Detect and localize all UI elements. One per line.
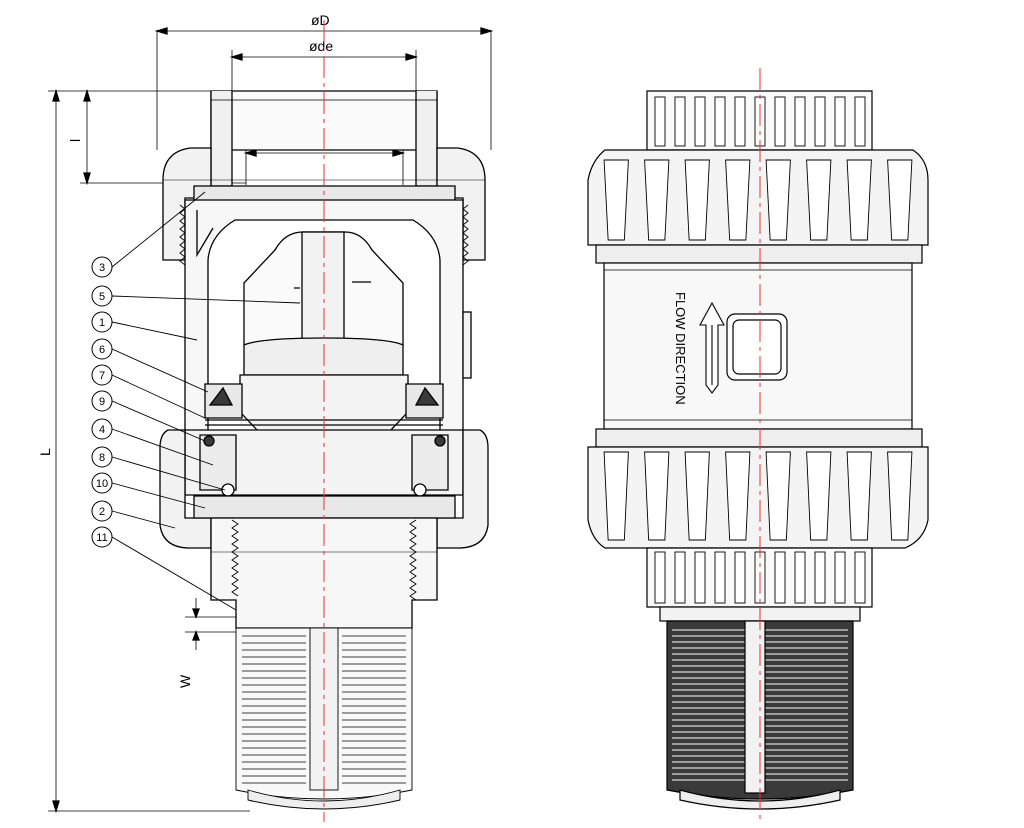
rib	[794, 96, 806, 147]
rib	[834, 551, 846, 604]
nut-rib	[684, 451, 710, 541]
part-number: 6	[99, 344, 105, 356]
nut-rib	[887, 159, 913, 241]
part-number: 11	[96, 532, 107, 544]
part-bubble: 1	[91, 311, 113, 333]
valve-body	[179, 199, 472, 441]
rib	[814, 96, 826, 147]
rib	[794, 551, 806, 604]
rib	[834, 96, 846, 147]
rib	[694, 551, 706, 604]
seal-ring	[204, 383, 444, 426]
label-slot-width: W	[177, 674, 193, 688]
rib	[714, 96, 726, 147]
dim-end-diameter: øde	[229, 38, 419, 92]
leader-lines	[111, 191, 301, 611]
nut-rib	[846, 159, 872, 241]
rib	[734, 551, 746, 604]
part-bubble: 2	[91, 500, 113, 522]
rib	[774, 551, 786, 604]
nut-rib	[765, 159, 791, 241]
rib	[814, 551, 826, 604]
part-numbers: 3 5 1 6 7 9 4 8 10 2 11	[91, 256, 113, 548]
label-end-diameter: øde	[309, 38, 333, 54]
body-exterior: FLOW DIRECTION	[603, 262, 913, 430]
nut-rib	[887, 451, 913, 541]
nut-rib	[603, 451, 629, 541]
part-bubble: 5	[91, 285, 113, 307]
flow-direction-label: FLOW DIRECTION	[673, 292, 688, 405]
nut-rib	[806, 159, 832, 241]
rib	[774, 96, 786, 147]
part-number: 2	[99, 506, 105, 518]
exterior-view: FLOW DIRECTION	[587, 68, 929, 822]
part-bubble: 11	[91, 526, 113, 548]
label-socket-length: l	[67, 139, 83, 142]
part-number: 7	[99, 370, 105, 382]
rib	[654, 96, 666, 147]
part-bubble: 10	[91, 472, 113, 494]
label-total-length: L	[37, 448, 53, 456]
part-bubble: 3	[91, 256, 113, 278]
nut-rib	[765, 451, 791, 541]
nut-rib	[725, 159, 751, 241]
bottom-union-nut-exterior	[587, 428, 929, 549]
top-union-nut-exterior	[587, 149, 929, 264]
rib	[854, 96, 866, 147]
o-ring-mid-left	[203, 435, 215, 447]
part-bubble: 7	[91, 364, 113, 386]
flow-arrow-icon	[699, 301, 725, 394]
part-bubble: 8	[91, 446, 113, 468]
nut-rib	[644, 159, 670, 241]
nut-rib	[725, 451, 751, 541]
part-bubble: 4	[91, 418, 113, 440]
section-view: øD øde ød l	[37, 12, 494, 822]
rib	[674, 551, 686, 604]
nut-rib	[684, 159, 710, 241]
rib	[734, 96, 746, 147]
nut-rib	[644, 451, 670, 541]
part-number: 3	[99, 262, 105, 274]
o-ring-mid-right	[434, 435, 446, 447]
rib	[714, 551, 726, 604]
dim-total-length: L	[37, 88, 250, 814]
part-number: 9	[99, 396, 105, 408]
part-number: 5	[99, 291, 105, 303]
rib	[854, 551, 866, 604]
part-number: 8	[99, 452, 105, 464]
part-bubble: 9	[91, 390, 113, 412]
rib	[654, 551, 666, 604]
nut-rib	[806, 451, 832, 541]
part-bubble: 6	[91, 338, 113, 360]
part-number: 10	[96, 478, 108, 490]
nut-rib	[603, 159, 629, 241]
strainer-slots	[242, 635, 406, 784]
part-number: 4	[99, 424, 105, 436]
rib	[694, 96, 706, 147]
dim-slot-width: W	[177, 598, 238, 688]
rib	[674, 96, 686, 147]
part-number: 1	[99, 317, 105, 329]
o-ring-low-right	[413, 483, 427, 497]
nut-rib	[846, 451, 872, 541]
label-outer-diameter: øD	[311, 12, 330, 28]
